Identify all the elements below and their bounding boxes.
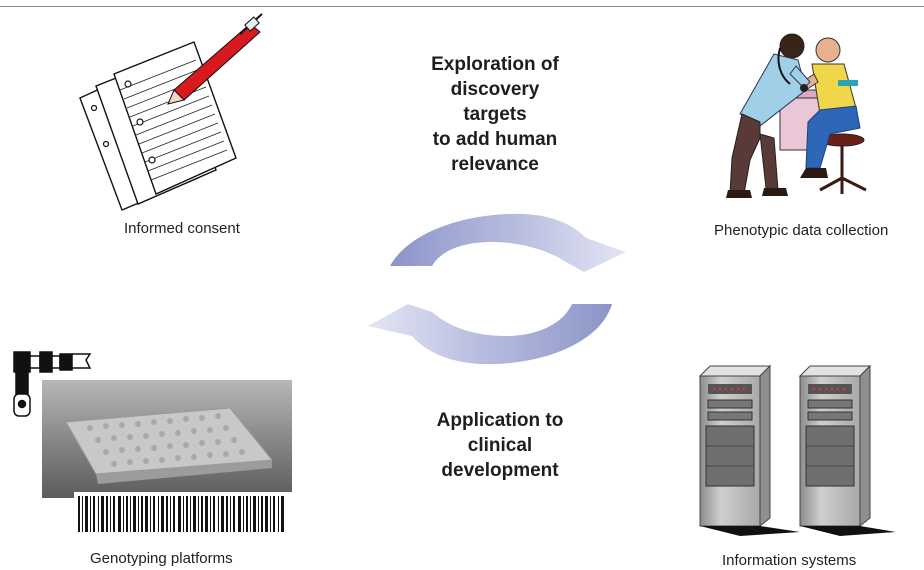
bottom-phase-text: Application to clinical development xyxy=(400,408,600,483)
server-tower-icon xyxy=(698,364,896,536)
informed-consent-label: Informed consent xyxy=(124,220,240,237)
server-tower-left xyxy=(698,364,800,536)
paper-and-pen-icon xyxy=(79,13,263,211)
top-phase-line: discovery xyxy=(450,79,540,100)
bottom-phase-line: clinical xyxy=(467,435,533,456)
top-phase-line: to add human xyxy=(432,129,558,150)
microplate-robot-icon xyxy=(13,351,292,538)
top-phase-line: Exploration of xyxy=(431,54,559,75)
top-rule xyxy=(0,6,924,7)
top-phase-line: relevance xyxy=(451,154,539,175)
bottom-phase-line: development xyxy=(441,460,559,481)
bottom-phase-line: Application to xyxy=(436,410,564,431)
top-phase-text: Exploration of discovery targets to add … xyxy=(400,52,590,177)
information-systems-label: Information systems xyxy=(722,552,857,569)
phenotypic-label: Phenotypic data collection xyxy=(714,222,889,239)
top-phase-line: targets xyxy=(463,104,527,125)
genotyping-label: Genotyping platforms xyxy=(90,550,233,567)
arrow-bottom-clockwise xyxy=(368,304,612,365)
doctor-patient-icon xyxy=(726,33,867,198)
server-tower-right xyxy=(798,364,896,536)
arrow-top-clockwise xyxy=(390,213,626,272)
